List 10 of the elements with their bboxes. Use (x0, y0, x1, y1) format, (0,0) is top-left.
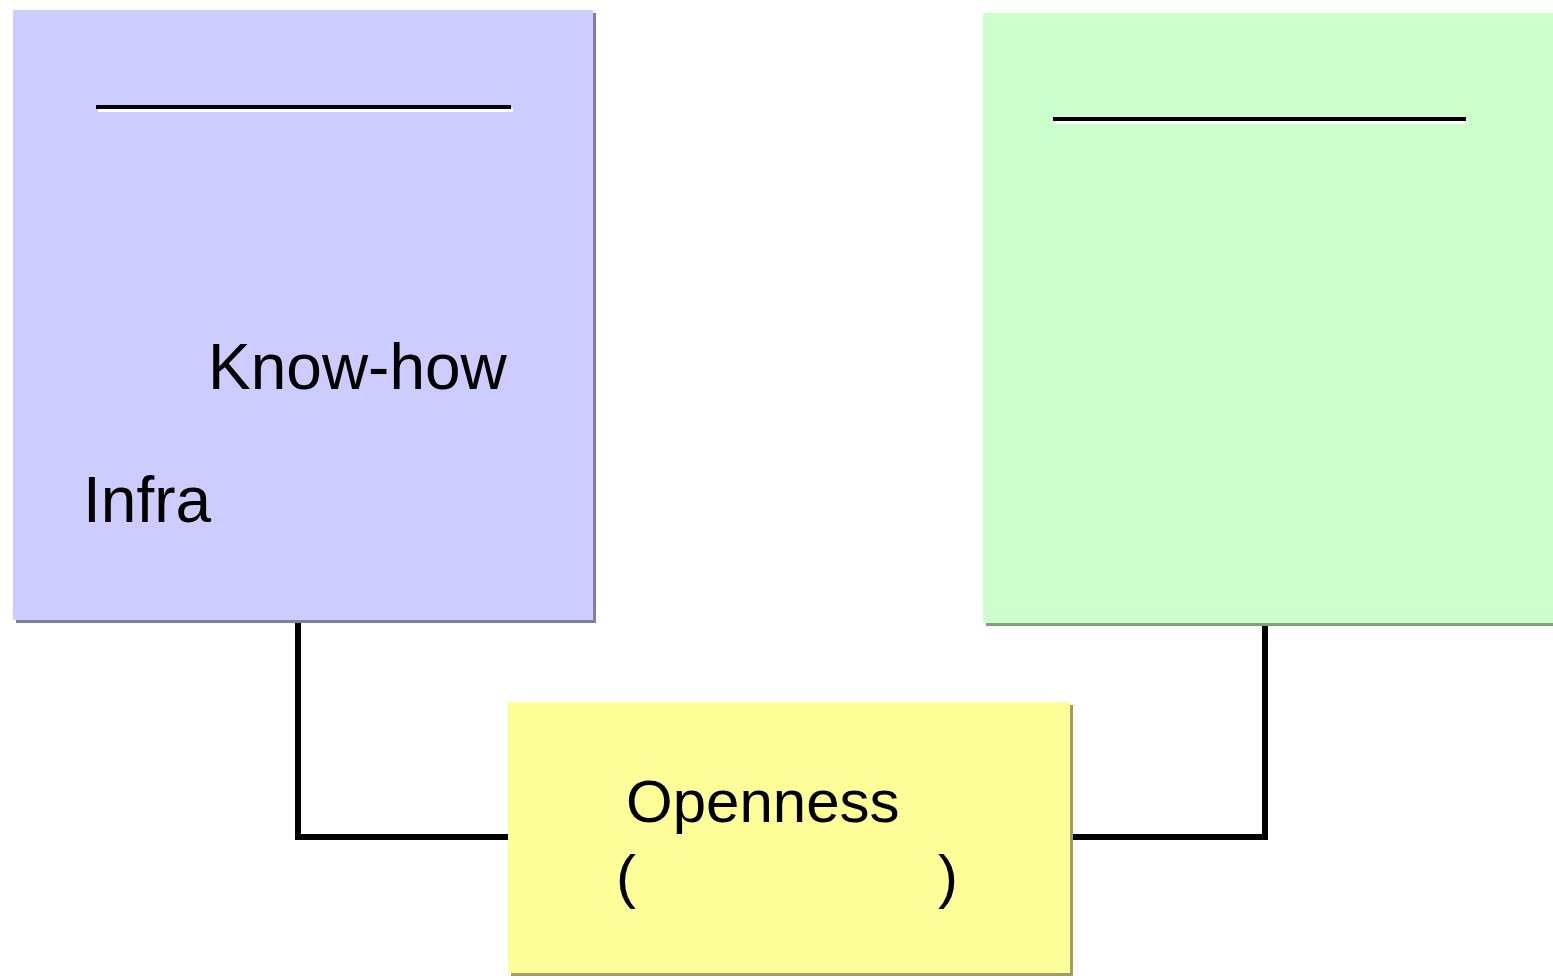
node-text: Infra (83, 468, 212, 532)
connector-line (1070, 623, 1268, 840)
node-text: Openness (626, 772, 900, 832)
connector-line (295, 620, 508, 840)
node-text: ) (938, 847, 958, 907)
process-box (508, 702, 1070, 973)
node-text: Know-how (208, 335, 507, 399)
process-box (13, 10, 593, 620)
empty-box (983, 13, 1553, 623)
node-text: ( (616, 847, 636, 907)
